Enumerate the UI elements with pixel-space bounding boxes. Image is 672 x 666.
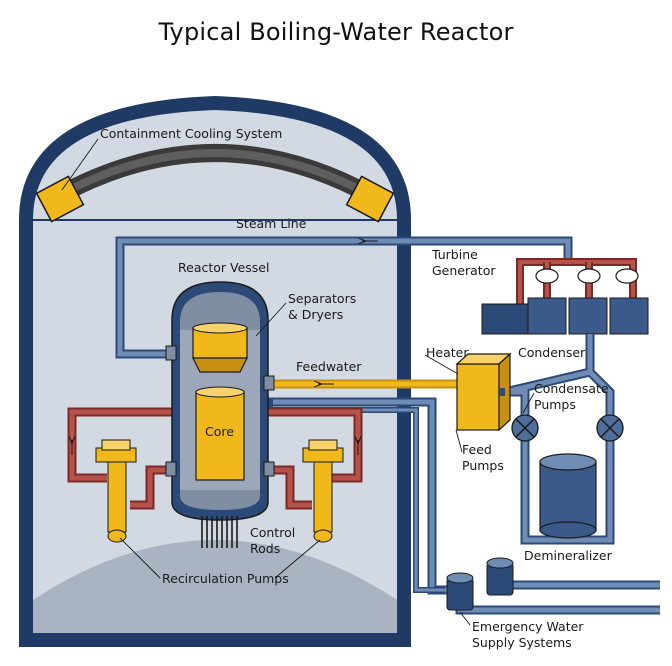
label-turbine: Turbine [431, 247, 478, 262]
control-rods [201, 516, 238, 548]
turbine-valve-3 [615, 268, 639, 284]
cooling-box-right [345, 175, 395, 223]
label-containment-cooling: Containment Cooling System [100, 126, 282, 141]
label-steam-line: Steam Line [236, 216, 307, 231]
label-dryers: & Dryers [288, 307, 343, 322]
reactor-core [195, 386, 245, 481]
label-control: Control [250, 525, 295, 540]
label-reactor-vessel: Reactor Vessel [178, 260, 269, 275]
label-rods: Rods [250, 541, 280, 556]
label-core: Core [205, 424, 234, 439]
label-generator: Generator [432, 263, 496, 278]
label-supply-systems: Supply Systems [472, 635, 572, 650]
separators-dryers [192, 322, 248, 373]
turbine-box-4 [609, 297, 649, 335]
label-condenser: Condenser [518, 345, 586, 360]
turbine-box-2 [527, 297, 567, 335]
label-recirculation: Recirculation Pumps [162, 571, 289, 586]
label-demineralizer: Demineralizer [524, 548, 613, 563]
label-condensate: Condensate [534, 381, 609, 396]
label-feedwater: Feedwater [296, 359, 362, 374]
leader-lines [61, 138, 535, 626]
label-emergency: Emergency Water [472, 619, 584, 634]
demineralizer-tank [539, 461, 597, 531]
turbine-valve-1 [535, 268, 559, 284]
recirculation-pump-left [95, 439, 137, 543]
turbine-box-3 [568, 297, 608, 335]
turbine-valve-2 [577, 268, 601, 284]
label-feed: Feed [462, 442, 492, 457]
label-condensate-pumps: Pumps [534, 397, 576, 412]
label-separators: Separators [288, 291, 356, 306]
containment-floor [33, 540, 397, 633]
heater-box [456, 363, 500, 431]
turbine-box-1 [481, 303, 529, 335]
label-heater: Heater [426, 345, 469, 360]
cooling-box-left [35, 175, 85, 223]
recirculation-pump-right [302, 439, 344, 543]
label-feed-pumps: Pumps [462, 458, 504, 473]
diagram-title: Typical Boiling-Water Reactor [158, 18, 514, 46]
